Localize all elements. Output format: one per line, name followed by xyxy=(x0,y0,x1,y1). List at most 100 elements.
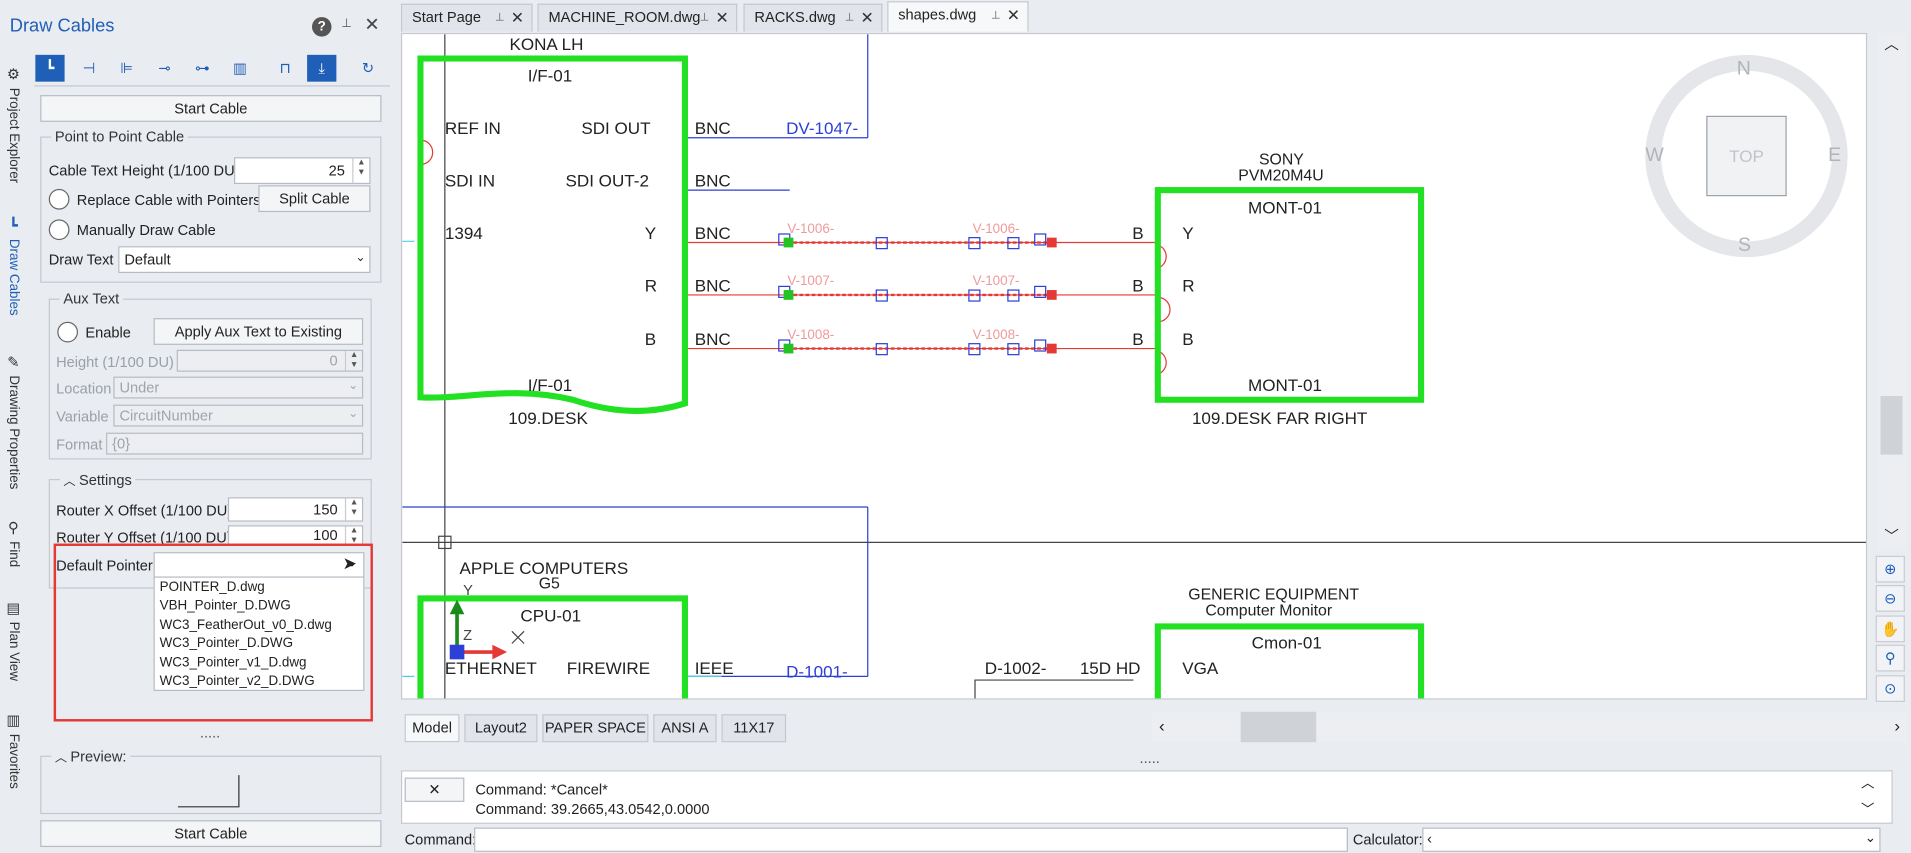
chevron-down-icon[interactable]: ﹀ xyxy=(1884,527,1899,545)
sony-port-b: B xyxy=(1182,329,1194,349)
aux-variable-select[interactable]: CircuitNumber ⌄ xyxy=(113,404,364,427)
aux-enable-radio[interactable] xyxy=(57,321,78,343)
pin-icon[interactable]: ⊥ xyxy=(991,8,1001,21)
pan-hand-icon[interactable]: ✋ xyxy=(1875,615,1905,643)
calculator-input[interactable]: ‹ xyxy=(1422,827,1881,852)
console-scroll-down-icon[interactable]: ﹀ xyxy=(1861,803,1875,818)
pin-icon[interactable]: ⊥ xyxy=(844,10,855,24)
zoom-out-icon[interactable]: ⊖ xyxy=(1875,585,1905,612)
spinner-icon[interactable]: ▲▼ xyxy=(352,158,369,183)
sidebar-item-find[interactable]: ⚲ Find xyxy=(6,519,21,568)
close-icon[interactable]: ✕ xyxy=(715,8,729,27)
kona-mfr: KONA LH xyxy=(509,34,584,54)
tab-layout2[interactable]: Layout2 xyxy=(464,714,538,743)
sidebar-item-drawing-properties[interactable]: ✎ Drawing Properties xyxy=(6,353,21,490)
manual-draw-radio[interactable] xyxy=(48,219,70,241)
tab-start-page[interactable]: Start Page ⊥ ✕ xyxy=(400,3,533,32)
cable-end2-icon[interactable]: ⊶ xyxy=(195,59,210,77)
route-icon[interactable]: ⊓ xyxy=(279,59,291,77)
sidebar-item-draw-cables[interactable]: ┗ Draw Cables xyxy=(6,216,21,316)
zoom-in-icon[interactable]: ⊕ xyxy=(1875,555,1905,583)
chevron-left-icon[interactable]: ‹ xyxy=(1159,715,1165,735)
aux-location-label: Location xyxy=(56,380,112,398)
zoom-search-icon[interactable]: ⚲ xyxy=(1875,644,1905,672)
tab-ansi-a[interactable]: ANSI A xyxy=(653,714,717,743)
command-label: Command: xyxy=(404,831,477,849)
router-x-field[interactable]: 150 ▲▼ xyxy=(227,497,364,522)
spinner-icon[interactable]: ▲▼ xyxy=(344,351,362,371)
cable-label: V-1008- xyxy=(787,327,835,343)
pointer-option[interactable]: WC3_Pointer_v1_D.dwg xyxy=(159,655,307,671)
chevron-up-icon[interactable]: ︿ xyxy=(1884,35,1899,53)
viewcube-e[interactable]: E xyxy=(1828,145,1842,166)
close-icon[interactable]: ✕ xyxy=(364,14,380,36)
cable-text-height-field[interactable]: 25 ▲▼ xyxy=(234,157,371,185)
router-x-label: Router X Offset (1/100 DU) xyxy=(56,502,233,520)
viewcube-s[interactable]: S xyxy=(1737,235,1751,256)
chevron-up-icon[interactable]: ︿ xyxy=(54,751,71,766)
zoom-extents-icon[interactable]: ⊙ xyxy=(1875,675,1905,702)
spinner-icon[interactable]: ▲▼ xyxy=(344,526,362,544)
scroll-thumb[interactable] xyxy=(1240,711,1317,743)
panel-splitter[interactable]: ..... xyxy=(199,723,221,741)
pin-icon[interactable]: ⊥ xyxy=(341,17,352,31)
aux-enable-label: Enable xyxy=(85,324,131,342)
tab-racks[interactable]: RACKS.dwg ⊥ ✕ xyxy=(743,3,883,32)
command-history xyxy=(400,770,1893,824)
cable-end-icon[interactable]: ⊸ xyxy=(158,59,171,77)
viewcube-n[interactable]: N xyxy=(1736,58,1751,80)
calculator-dropdown-icon[interactable]: ⌄ xyxy=(1864,831,1876,846)
tab-machine-room[interactable]: MACHINE_ROOM.dwg ⊥ ✕ xyxy=(537,3,738,32)
sony-port-y: Y xyxy=(1182,223,1194,243)
aux-format-field[interactable]: {0} xyxy=(106,432,364,455)
split-cable-button[interactable]: Split Cable xyxy=(258,185,371,213)
pin-icon[interactable]: ⊥ xyxy=(699,10,710,24)
viewcube-w[interactable]: W xyxy=(1645,145,1664,166)
auto-route-icon[interactable]: ⤓ xyxy=(307,54,337,82)
aux-location-select[interactable]: Under ⌄ xyxy=(113,376,364,399)
router-y-field[interactable]: 100 ▲▼ xyxy=(227,525,364,545)
console-splitter[interactable]: ..... xyxy=(1139,749,1160,767)
close-icon[interactable]: ✕ xyxy=(1006,6,1021,25)
aux-height-field[interactable]: 0 ▲▼ xyxy=(176,349,364,372)
drawing-canvas[interactable]: KONA LH I/F-01 REF IN SDI OUT SDI IN SDI… xyxy=(400,32,1868,700)
tab-paper-space[interactable]: PAPER SPACE xyxy=(542,714,649,743)
viewcube-top[interactable]: TOP xyxy=(1706,115,1787,197)
sidebar-item-favorites[interactable]: ▥ Favorites xyxy=(6,711,21,789)
bundle-icon[interactable]: ▥ xyxy=(233,59,248,77)
pointer-option[interactable]: WC3_FeatherOut_v0_D.dwg xyxy=(159,617,332,633)
tab-model[interactable]: Model xyxy=(404,714,460,743)
pointer-option[interactable]: WC3_Pointer_D.DWG xyxy=(159,636,294,651)
cable-branch-icon[interactable]: ⊫ xyxy=(120,59,134,77)
pin-icon[interactable]: ⊥ xyxy=(495,10,505,24)
replace-pointers-radio[interactable] xyxy=(48,188,70,210)
help-icon[interactable]: ? xyxy=(312,17,332,37)
port-sdi-out2: SDI OUT-2 xyxy=(565,170,649,191)
cable-left-icon[interactable]: ⊣ xyxy=(82,59,96,77)
draw-text-select[interactable]: Default ⌄ xyxy=(118,246,371,273)
sidebar-item-plan-view[interactable]: ▤ Plan View xyxy=(6,599,21,681)
chevron-up-icon[interactable]: ︿ xyxy=(63,475,79,489)
pointer-option[interactable]: WC3_Pointer_v2_D.DWG xyxy=(159,673,315,689)
sidebar-item-project-explorer[interactable]: ⚙ Project Explorer xyxy=(6,65,21,184)
close-icon[interactable]: ✕ xyxy=(510,8,525,27)
connector-bnc: BNC xyxy=(694,118,731,138)
spinner-icon[interactable]: ▲▼ xyxy=(344,498,362,521)
start-cable-button-bottom[interactable]: Start Cable xyxy=(40,820,382,848)
vertical-scrollbar[interactable]: ︿ ﹀ xyxy=(1876,32,1907,551)
chevron-right-icon[interactable]: › xyxy=(1894,715,1901,735)
pointer-option[interactable]: VBH_Pointer_D.DWG xyxy=(159,598,291,614)
p2p-cable-icon[interactable]: ┗ xyxy=(35,54,65,82)
command-input[interactable] xyxy=(474,827,1348,852)
tab-11x17[interactable]: 11X17 xyxy=(721,714,787,743)
start-cable-button-top[interactable]: Start Cable xyxy=(40,95,382,122)
horizontal-scrollbar[interactable]: ‹ › xyxy=(1151,711,1908,743)
refresh-icon[interactable]: ↻ xyxy=(361,59,375,77)
tab-shapes[interactable]: shapes.dwg ⊥ ✕ xyxy=(887,1,1029,32)
scroll-thumb[interactable] xyxy=(1880,396,1903,455)
console-scroll-up-icon[interactable]: ︿ xyxy=(1861,776,1875,791)
console-close-button[interactable]: ✕ xyxy=(404,777,465,802)
close-icon[interactable]: ✕ xyxy=(860,8,874,27)
pointer-option[interactable]: POINTER_D.dwg xyxy=(159,580,265,595)
apply-aux-button[interactable]: Apply Aux Text to Existing Cable xyxy=(153,318,364,364)
